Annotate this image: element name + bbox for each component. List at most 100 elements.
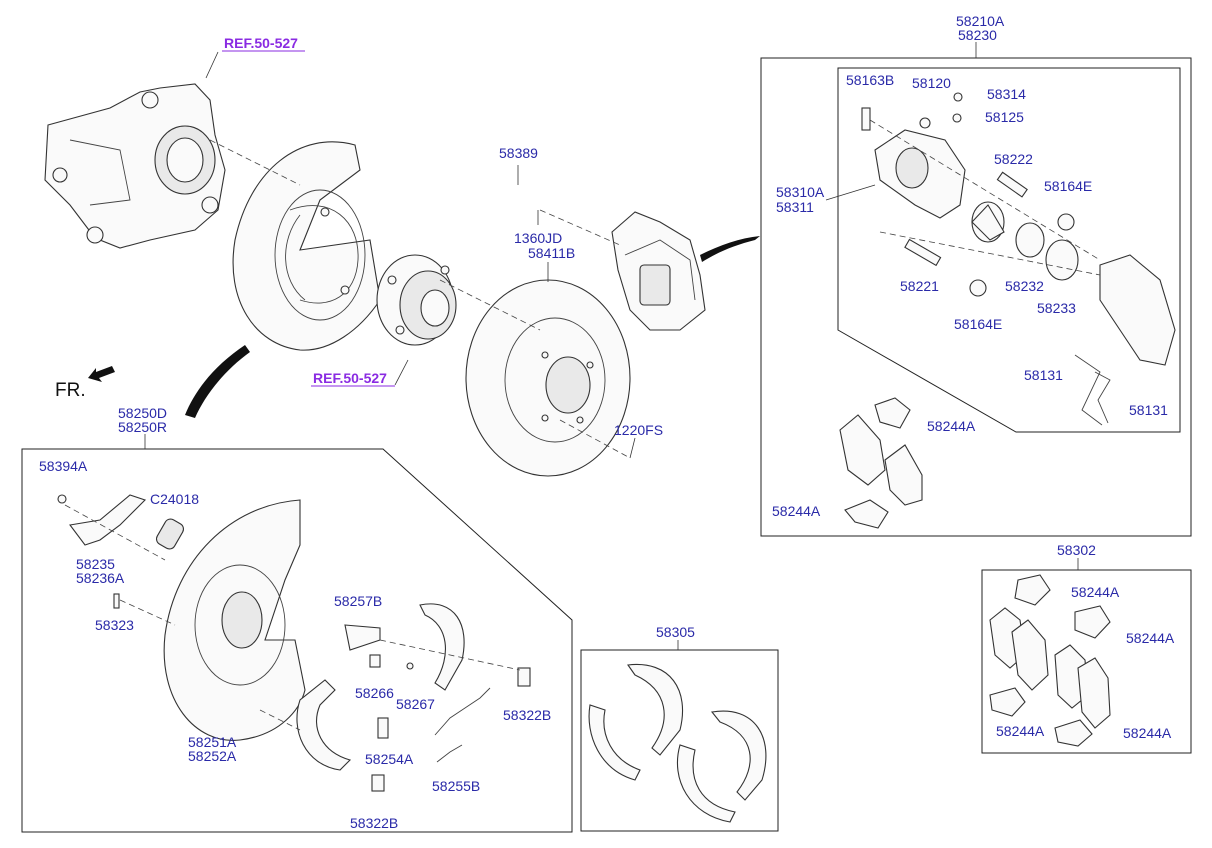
dash-plate-shoe [259,709,301,731]
caliper-bolt [861,107,871,131]
piston-seal [1015,222,1045,258]
dust-shield-upper [232,141,381,351]
label-58267: 58267 [396,696,435,712]
adjuster-58257B [344,624,381,651]
ref-label-lower: REF.50-527 [313,370,387,386]
label-58323: 58323 [95,617,134,633]
label-58164E-bottom: 58164E [954,316,1002,332]
label-58244A-2: 58244A [772,503,821,519]
shoe-kit-box [580,649,779,832]
dash-bolt-plate [119,599,176,626]
label-58164E-top: 58164E [1044,178,1092,194]
pin-boot-upper [1057,213,1075,231]
label-58266: 58266 [355,685,394,701]
caliper-piston [971,201,1005,243]
pointer-arrow-lower [185,345,250,418]
label-58411B: 58411B [528,245,575,261]
bolt-58323 [113,593,120,609]
parking-lever [69,494,147,546]
bolt-58394 [57,494,67,504]
leader-ref-lower [394,359,409,386]
label-58250D: 58250D [118,405,167,421]
label-58222: 58222 [994,151,1033,167]
caliper-inner-box [837,67,1181,433]
label-58235: 58235 [76,556,115,572]
label-58311: 58311 [776,199,814,215]
pin-boot-lower [969,279,987,297]
clip-58322B-upper [517,667,531,687]
label-58254A: 58254A [365,751,414,767]
label-58221: 58221 [900,278,939,294]
label-58244A-1: 58244A [927,418,976,434]
pad-kit-box [981,569,1192,754]
shoe-kit-shoe-4 [710,710,767,801]
leader-ref-upper [205,51,219,79]
cable-clip [155,518,185,550]
dash-bolt-caliper [539,209,621,246]
leader-58310A [825,184,876,201]
caliper-assembled [611,211,706,331]
label-1360JD: 1360JD [514,230,562,246]
pad-spring-2 [1094,371,1111,424]
label-58120: 58120 [912,75,951,91]
caliper-body [874,129,966,219]
leader-1220FS [629,437,636,459]
bleeder-cap [953,92,963,102]
label-58310A: 58310A [776,184,825,200]
brake-disc [465,279,631,477]
bleeder-screw [919,117,931,129]
label-58255B: 58255B [432,778,480,794]
label-58250R: 58250R [118,419,167,435]
label-58232: 58232 [1005,278,1044,294]
clip-58322B-lower [371,774,385,792]
dash-lever-plate [64,504,166,561]
screw-58267 [406,662,414,670]
label-58236A: 58236A [76,570,125,586]
parking-shoe-right [419,603,465,691]
parking-shoe-left [296,679,352,771]
dash-caliper-row1 [869,119,1101,261]
label-58322B-lower: 58322B [350,815,398,831]
brake-pads-upper [839,397,923,529]
label-58302: 58302 [1057,542,1096,558]
shoe-kit-shoe-2 [627,663,684,756]
bleeder-screw-2 [952,113,962,123]
spring-58255B [434,687,491,736]
label-58244A-6: 58244A [1123,725,1172,741]
ref-label-upper: REF.50-527 [224,35,298,51]
label-58389: 58389 [499,145,538,161]
spring-58255B-b [436,744,463,763]
shoe-kit-shoe-1 [588,704,641,781]
shoe-kit-shoe-3 [676,744,736,823]
label-58210A: 58210A [956,13,1005,29]
adjuster-58266 [369,654,381,668]
label-58131-a: 58131 [1024,367,1063,383]
pointer-arrow-upper [700,236,760,262]
pad-spring-1 [1074,354,1103,426]
parking-brake-box [21,448,573,833]
label-58244A-4: 58244A [1126,630,1175,646]
pad-kit-pads [989,574,1111,747]
label-58230: 58230 [958,27,997,43]
fr-arrow [88,366,115,382]
hub-bearing [376,254,457,346]
knuckle [44,83,226,249]
label-58305: 58305 [656,624,695,640]
guide-pin-lower [904,238,942,267]
label-58251A: 58251A [188,734,237,750]
label-C24018: C24018 [150,491,199,507]
label-58233: 58233 [1037,300,1076,316]
dash-caliper-row2 [879,231,1101,276]
label-1220FS: 1220FS [614,422,663,438]
caliper-bracket [1099,254,1176,366]
label-58125: 58125 [985,109,1024,125]
label-58257B: 58257B [334,593,382,609]
dash-adjuster [379,639,521,671]
dash-disc-bolt [559,419,631,459]
dash-knuckle-shield [209,139,301,186]
label-58163B: 58163B [846,72,894,88]
dash-hub-disc [439,279,541,331]
label-58322B-upper: 58322B [503,707,551,723]
spring-58254A [377,717,389,739]
